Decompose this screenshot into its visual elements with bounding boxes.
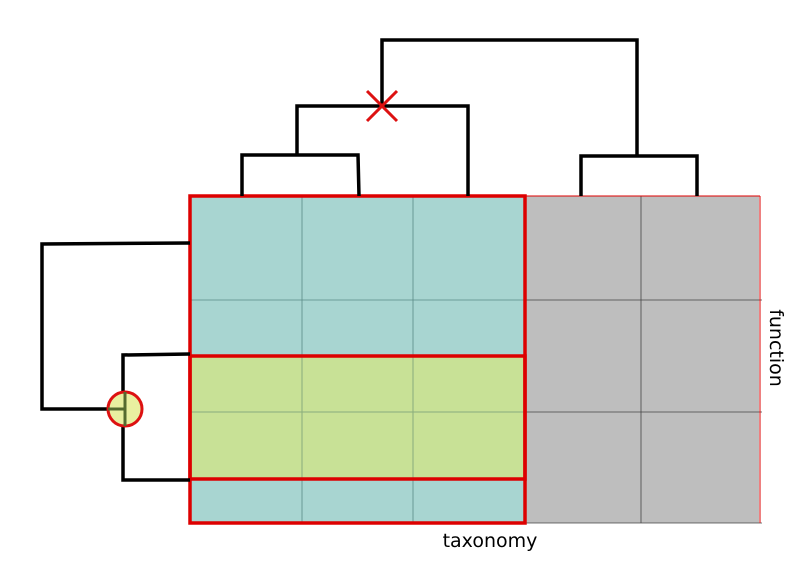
right-block-outline xyxy=(525,195,761,523)
cross-icon xyxy=(365,89,399,123)
circle-icon xyxy=(106,390,144,428)
grid-lines-highlight xyxy=(190,356,525,479)
matrix-grid xyxy=(190,195,762,524)
column-dendrogram xyxy=(240,38,699,197)
grid-lines-right xyxy=(525,196,762,524)
y-axis-label: function xyxy=(765,309,787,387)
highlighted-rows-block xyxy=(190,356,525,479)
other-cells-block xyxy=(525,196,759,523)
x-axis-label: taxonomy xyxy=(443,530,538,552)
row-dendrogram xyxy=(40,241,191,482)
row-selection-border xyxy=(188,354,527,481)
